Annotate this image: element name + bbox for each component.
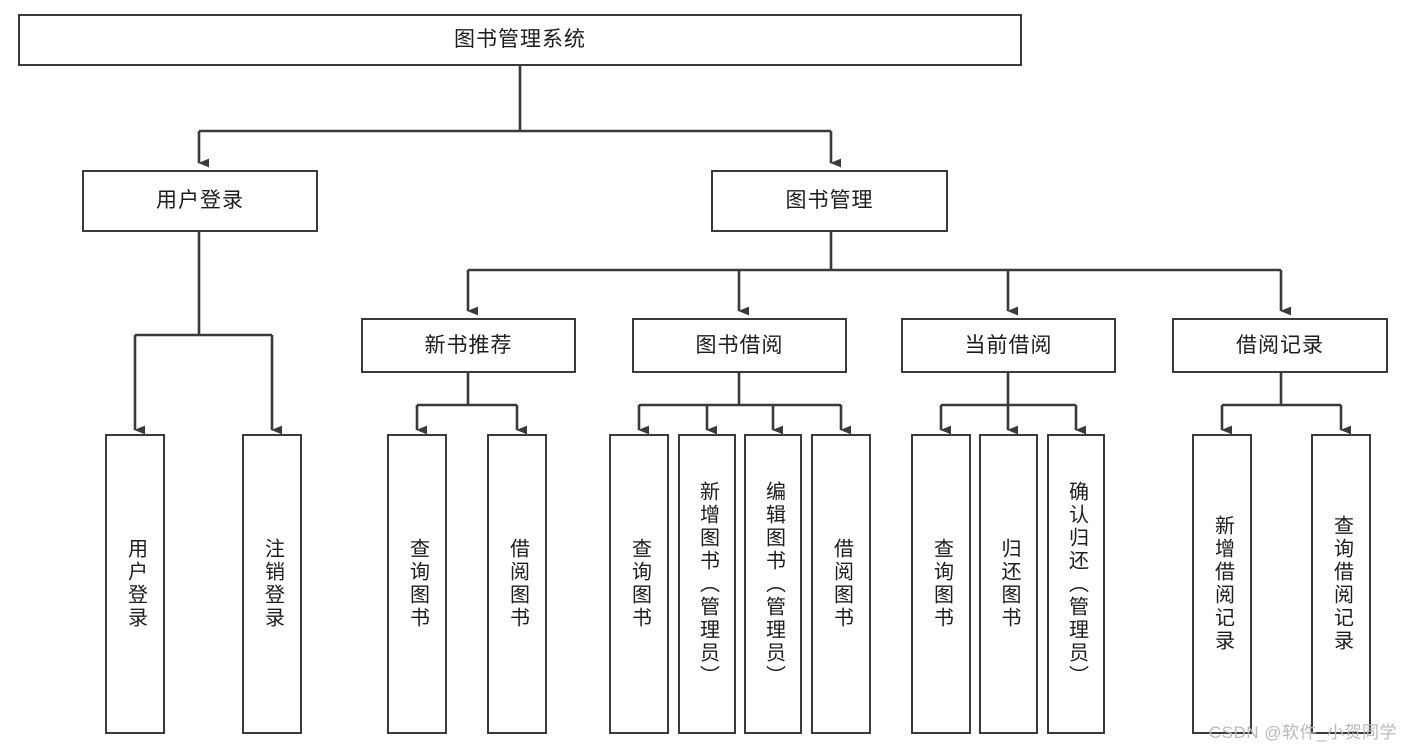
node-leaf-confirm-return[interactable]: 确认归还（管理员） (1047, 434, 1105, 734)
node-leaf-borrow-book-2[interactable]: 借阅图书 (811, 434, 871, 734)
node-leaf-add-record-label: 新增借阅记录 (1211, 515, 1234, 653)
node-book-manage-label: 图书管理 (785, 189, 874, 213)
node-leaf-edit-book-label: 编辑图书（管理员） (762, 480, 785, 688)
node-leaf-query-book-1-label: 查询图书 (406, 538, 429, 630)
node-leaf-add-book[interactable]: 新增图书（管理员） (678, 434, 736, 734)
node-leaf-query-book-3[interactable]: 查询图书 (911, 434, 971, 734)
node-leaf-user-login-label: 用户登录 (124, 538, 147, 630)
node-borrow-record[interactable]: 借阅记录 (1172, 318, 1388, 373)
node-current-borrow[interactable]: 当前借阅 (901, 318, 1116, 373)
node-root[interactable]: 图书管理系统 (18, 14, 1022, 66)
node-leaf-user-login[interactable]: 用户登录 (105, 434, 165, 734)
node-borrow-record-label: 借阅记录 (1236, 333, 1324, 357)
node-book-borrow-label: 图书借阅 (695, 333, 784, 357)
node-leaf-edit-book[interactable]: 编辑图书（管理员） (744, 434, 802, 734)
node-leaf-query-book-3-label: 查询图书 (930, 538, 953, 630)
node-leaf-query-book-2-label: 查询图书 (628, 538, 651, 630)
node-leaf-return-book-label: 归还图书 (998, 538, 1020, 630)
node-book-manage[interactable]: 图书管理 (711, 170, 948, 232)
node-leaf-confirm-return-label: 确认归还（管理员） (1065, 480, 1088, 688)
node-current-borrow-label: 当前借阅 (964, 333, 1053, 357)
node-leaf-query-book-1[interactable]: 查询图书 (387, 434, 447, 734)
node-leaf-borrow-book-1[interactable]: 借阅图书 (487, 434, 547, 734)
node-user-login[interactable]: 用户登录 (82, 170, 318, 232)
node-new-book-rec[interactable]: 新书推荐 (361, 318, 576, 373)
node-leaf-borrow-book-2-label: 借阅图书 (830, 538, 853, 630)
node-leaf-user-logout-label: 注销登录 (261, 538, 284, 630)
node-user-login-label: 用户登录 (156, 189, 244, 213)
node-leaf-user-logout[interactable]: 注销登录 (242, 434, 302, 734)
node-book-borrow[interactable]: 图书借阅 (632, 318, 847, 373)
node-root-label: 图书管理系统 (454, 28, 586, 52)
node-leaf-return-book[interactable]: 归还图书 (979, 434, 1038, 734)
csdn-watermark: CSDN @软件_小贺同学 (1208, 723, 1397, 742)
node-leaf-add-book-label: 新增图书（管理员） (696, 480, 719, 688)
node-leaf-add-record[interactable]: 新增借阅记录 (1192, 434, 1252, 734)
node-leaf-query-book-2[interactable]: 查询图书 (609, 434, 669, 734)
node-leaf-query-record[interactable]: 查询借阅记录 (1311, 434, 1371, 734)
node-leaf-query-record-label: 查询借阅记录 (1330, 515, 1353, 653)
node-new-book-rec-label: 新书推荐 (424, 333, 513, 357)
node-leaf-borrow-book-1-label: 借阅图书 (506, 538, 529, 630)
